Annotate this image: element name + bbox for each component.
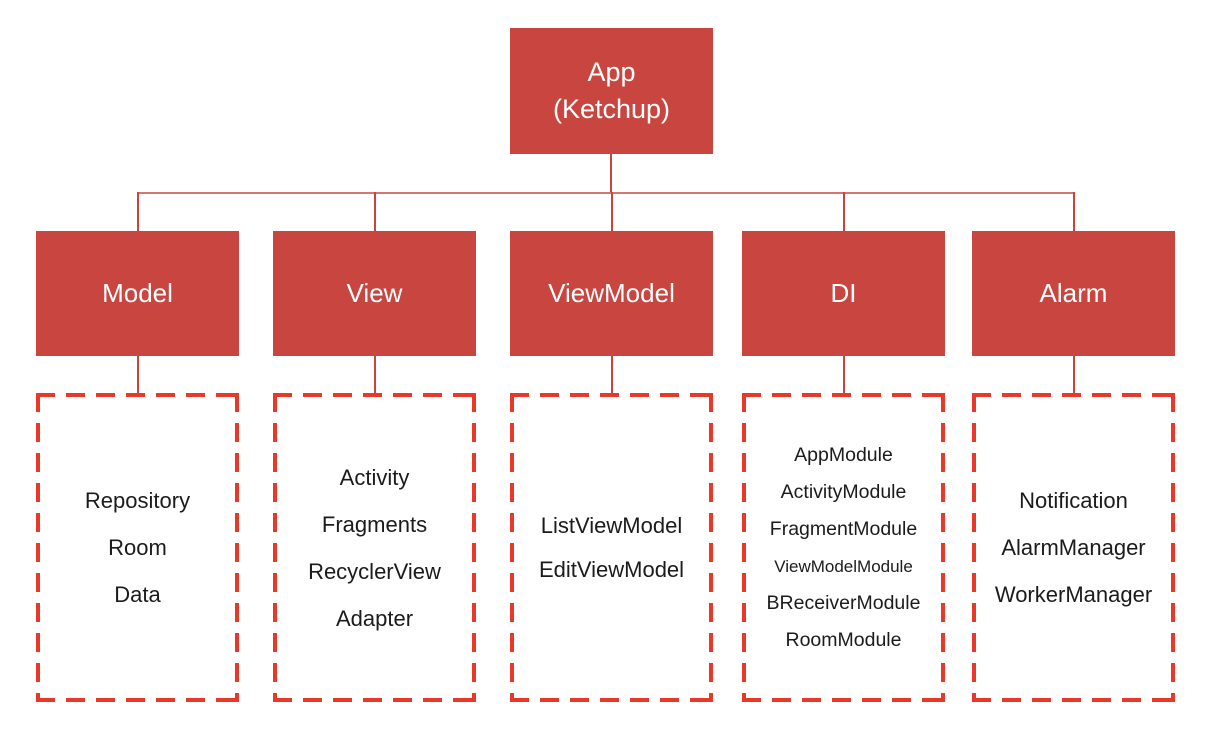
connector-drop: [610, 192, 613, 231]
item-activity: Activity: [339, 464, 410, 490]
node-label: Alarm: [1039, 278, 1108, 308]
node-model: Model: [36, 231, 239, 356]
node-label: DI: [830, 278, 857, 308]
connector-drop: [373, 192, 376, 231]
item-breceivermodule: BReceiverModule: [766, 591, 921, 614]
item-fragments: Fragments: [321, 511, 428, 537]
node-view: View: [273, 231, 476, 356]
connector-drop: [136, 192, 139, 231]
node-viewmodel: ViewModel: [510, 231, 713, 356]
item-recyclerview: RecyclerView: [308, 558, 441, 584]
node-label: Model: [102, 278, 173, 308]
item-repository: Repository: [84, 488, 191, 513]
item-adapter: Adapter: [335, 605, 414, 631]
item-notification: Notification: [1019, 488, 1128, 513]
item-appmodule: AppModule: [794, 443, 893, 466]
connector-stub: [136, 356, 139, 393]
item-activitymodule: ActivityModule: [780, 480, 907, 503]
node-di: DI: [742, 231, 945, 356]
node-label: View: [346, 278, 403, 308]
connector-stub: [373, 356, 376, 393]
connector-drop: [1072, 192, 1075, 231]
item-alarmmanager: AlarmManager: [1001, 535, 1146, 560]
item-editviewmodel: EditViewModel: [538, 556, 685, 582]
connector-drop: [842, 192, 845, 231]
connector-app-stem: [610, 154, 612, 193]
item-workermanager: WorkerManager: [994, 582, 1153, 607]
node-app-label-line2: (Ketchup): [552, 94, 671, 124]
item-room: Room: [108, 535, 167, 560]
node-alarm: Alarm: [972, 231, 1175, 356]
connector-horizontal-rail: [137, 192, 1074, 194]
item-data: Data: [114, 582, 161, 607]
node-label: ViewModel: [548, 278, 675, 308]
connector-stub: [610, 356, 613, 393]
connector-stub: [1072, 356, 1075, 393]
item-viewmodelmodule: ViewModelModule: [774, 556, 913, 576]
item-fragmentmodule: FragmentModule: [769, 517, 918, 540]
item-roommodule: RoomModule: [785, 628, 902, 651]
node-app-label-line1: App: [587, 57, 636, 87]
connector-stub: [842, 356, 845, 393]
item-listviewmodel: ListViewModel: [540, 512, 683, 538]
node-app: App (Ketchup): [510, 28, 713, 154]
